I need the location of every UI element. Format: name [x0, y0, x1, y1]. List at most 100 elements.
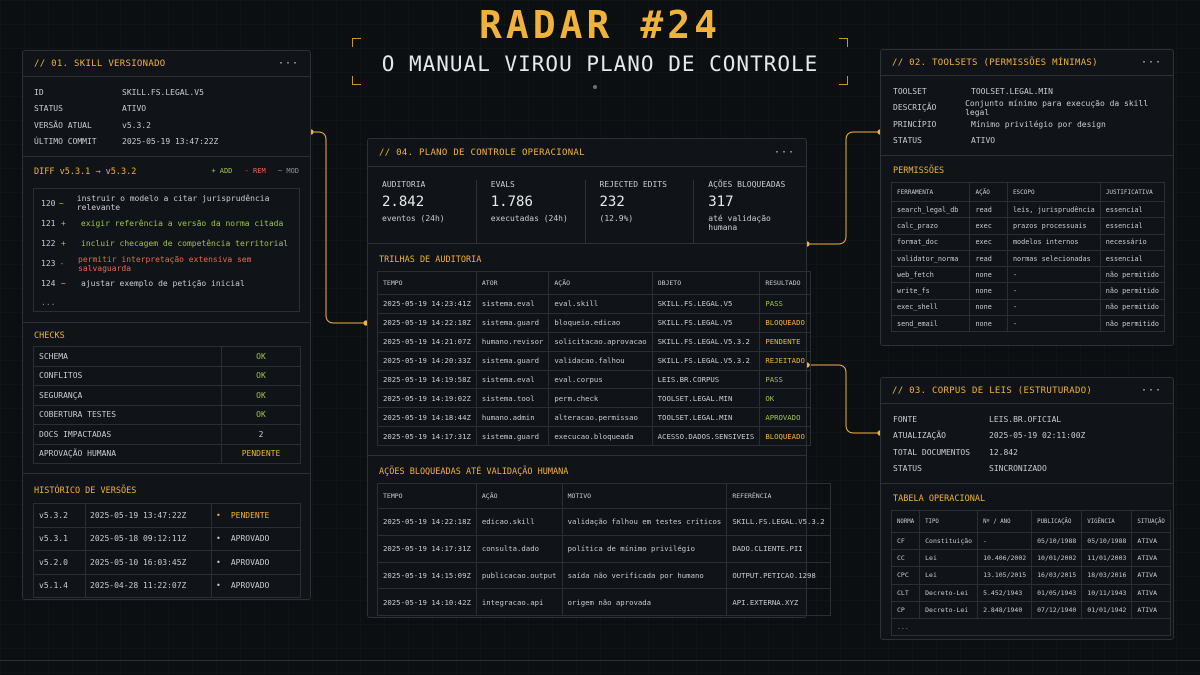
table-cell: normas selecionadas	[1006, 249, 1101, 268]
stat-value: 2.842	[382, 194, 425, 210]
table-cell: não permitido	[1099, 315, 1166, 333]
checks-title: CHECKS	[34, 331, 65, 341]
status-dot-icon: •	[216, 534, 221, 544]
stat-sub: eventos (24h)	[382, 214, 445, 223]
diff-line-number: 120	[41, 198, 56, 208]
audit-title: TRILHAS DE AUDITORIA	[379, 255, 482, 265]
check-value: OK	[221, 346, 301, 367]
table-cell: send_email	[890, 315, 971, 333]
history-status: •PENDENTE	[211, 503, 301, 528]
table-cell: integracao.api	[475, 588, 563, 616]
diff-line-text: ajustar exemplo de petição inicial	[81, 279, 245, 289]
legend-add: + ADD	[211, 167, 233, 175]
column-header: REFERÊNCIA	[726, 483, 831, 510]
check-value: OK	[221, 365, 301, 386]
table-cell: PASS	[759, 369, 811, 390]
header-frame-corner	[839, 38, 848, 47]
page-title: RADAR #24	[479, 3, 721, 47]
check-value: 2	[221, 424, 301, 445]
table-cell: sistema.eval	[475, 369, 550, 390]
diff-legend: + ADD - REM ~ MOD	[211, 167, 299, 184]
table-cell: leis, jurisprudência	[1006, 200, 1101, 219]
corpus-table-title: TABELA OPERACIONAL	[893, 494, 986, 504]
table-cell: validator_norma	[890, 249, 971, 268]
stat-value: 317	[708, 194, 734, 210]
table-cell: Constituição	[919, 531, 979, 551]
table-cell: Decreto-Lei	[919, 600, 979, 619]
table-cell: prazos processuais	[1006, 217, 1101, 235]
table-cell: validação falhou em testes críticos	[561, 508, 728, 536]
history-timestamp: 2025-05-10 16:03:45Z	[85, 550, 212, 575]
column-header: ATOR	[475, 271, 550, 295]
table-cell: ATIVA	[1131, 531, 1171, 551]
diff-box: 120~instruir o modelo a citar jurisprudê…	[33, 188, 300, 312]
more-options-icon[interactable]: ···	[277, 58, 299, 69]
diff-line-sign: -	[59, 259, 65, 269]
diff-title: DIFF v5.3.1 → v5.3.2	[34, 167, 137, 177]
table-cell: SKILL.FS.LEGAL.V5.3.2	[651, 331, 761, 352]
status-dot-icon: •	[216, 510, 221, 520]
control-panel-header: // 04. PLANO DE CONTROLE OPERACIONAL ···	[368, 139, 806, 167]
table-cell: essencial	[1099, 249, 1166, 268]
table-cell: SKILL.FS.LEGAL.V5.3.2	[651, 350, 761, 371]
table-more-indicator: ...	[891, 617, 1171, 636]
more-options-icon[interactable]: ···	[773, 147, 795, 158]
column-header: ESCOPO	[1006, 182, 1101, 202]
table-cell: none	[969, 315, 1008, 333]
table-cell: política de mínimo privilégio	[561, 534, 728, 563]
table-cell: BLOQUEADO	[759, 426, 811, 447]
more-options-icon[interactable]: ···	[1140, 385, 1162, 396]
table-cell: 07/12/1940	[1031, 600, 1083, 619]
table-cell: APROVADO	[759, 407, 811, 428]
header-dot	[593, 85, 597, 89]
diff-line-sign: +	[61, 238, 66, 248]
corpus-panel-title: // 03. CORPUS DE LEIS (ESTRUTURADO)	[892, 385, 1093, 396]
header-frame-corner	[352, 38, 361, 47]
diff-line: 122+incluir checagem de competência terr…	[41, 233, 292, 253]
more-options-icon[interactable]: ···	[1140, 57, 1162, 68]
table-cell: alteracao.permissao	[548, 407, 653, 428]
corpus-panel-header: // 03. CORPUS DE LEIS (ESTRUTURADO) ···	[881, 378, 1173, 404]
table-cell: essencial	[1099, 217, 1166, 235]
table-cell: 16/03/2015	[1031, 566, 1083, 585]
column-header: TEMPO	[377, 271, 477, 295]
table-cell: 10.406/2002	[977, 549, 1033, 568]
table-cell: não permitido	[1099, 298, 1166, 317]
connector-control-toolsets	[807, 131, 880, 245]
table-cell: CLT	[890, 583, 921, 602]
history-timestamp: 2025-05-19 13:47:22Z	[85, 503, 212, 528]
table-cell: origem não aprovada	[561, 588, 728, 616]
status-dot-icon: •	[216, 581, 221, 591]
history-status: •APROVADO	[211, 526, 301, 551]
column-header: TEMPO	[377, 483, 477, 510]
table-cell: -	[1006, 282, 1101, 300]
history-timestamp: 2025-04-28 11:22:07Z	[85, 573, 212, 598]
history-title: HISTÓRICO DE VERSÕES	[34, 486, 137, 496]
history-version: v5.2.0	[33, 550, 86, 575]
table-cell: 11/01/2003	[1081, 549, 1133, 568]
toolsets-panel-header: // 02. TOOLSETS (PERMISSÕES MÍNIMAS) ···	[881, 50, 1173, 76]
table-cell: Lei	[919, 566, 979, 585]
table-cell: eval.corpus	[548, 369, 653, 390]
diff-line: 124~ajustar exemplo de petição inicial	[41, 274, 292, 294]
diff-line: 123-permitir interpretação extensiva sem…	[41, 254, 292, 274]
table-cell: Decreto-Lei	[919, 583, 979, 602]
diff-more: ...	[41, 297, 56, 307]
